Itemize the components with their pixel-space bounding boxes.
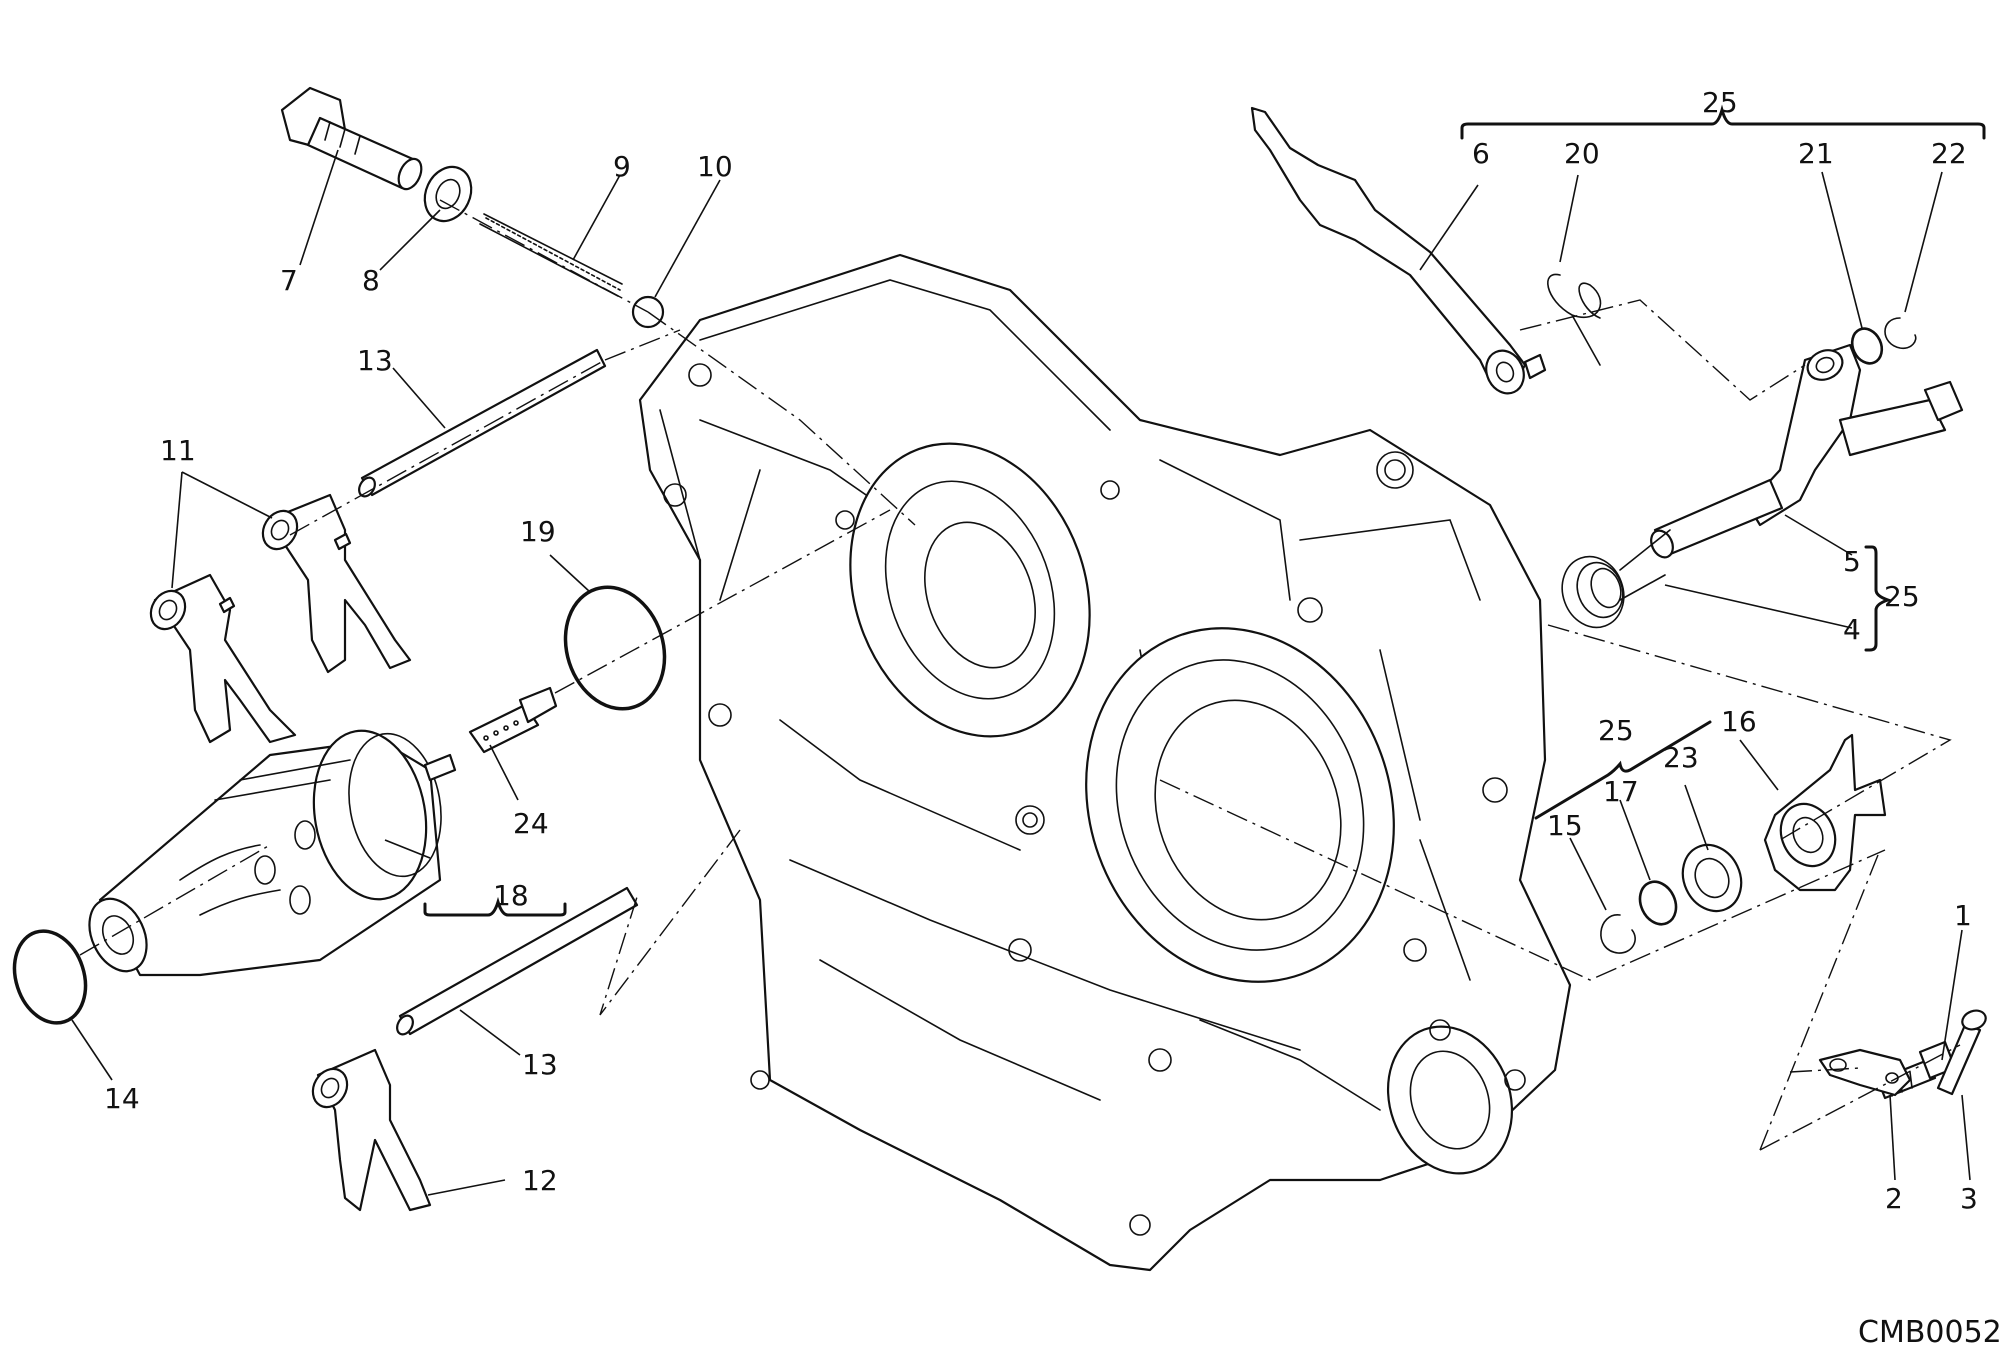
callout-10: 10 xyxy=(697,150,733,183)
shift-fork-part-11-a xyxy=(149,573,297,744)
spring-part-9 xyxy=(479,213,623,297)
fork-rod-part-13-lower xyxy=(396,886,639,1036)
gearshift-shaft-part-5 xyxy=(1650,343,1964,559)
callout-19: 19 xyxy=(520,515,556,548)
washer-part-8 xyxy=(423,165,473,223)
drawing-code: CMB00523 xyxy=(1858,1315,2004,1350)
callout-20: 20 xyxy=(1564,137,1600,170)
callout-21: 21 xyxy=(1798,137,1834,170)
callout-13-lower: 13 xyxy=(522,1048,558,1081)
callout-17: 17 xyxy=(1603,775,1639,808)
crankcase-half xyxy=(638,253,1572,1272)
ratchet-lever-part-6 xyxy=(1250,106,1547,395)
ring-part-14 xyxy=(12,929,88,1025)
selector-drum-part-18 xyxy=(88,729,457,977)
o-ring-part-19 xyxy=(563,585,667,711)
screw-part-3 xyxy=(1936,1009,1987,1096)
banjo-bolt-part-7 xyxy=(280,86,423,191)
shift-fork-part-11-b xyxy=(261,493,412,674)
washer-part-21 xyxy=(1850,327,1884,365)
callout-18: 18 xyxy=(493,879,529,912)
callout-8: 8 xyxy=(362,264,380,297)
callout-labels: 7 8 9 10 13 11 19 24 18 14 13 12 25 6 20… xyxy=(104,86,1978,1215)
callout-22: 22 xyxy=(1931,137,1967,170)
circlip-part-22 xyxy=(1884,317,1917,350)
callout-25-right: 25 xyxy=(1884,580,1920,613)
seal-part-23 xyxy=(1681,843,1743,913)
plate-part-16 xyxy=(1763,733,1887,892)
callout-3: 3 xyxy=(1960,1182,1978,1215)
fork-rod-part-13-upper xyxy=(358,348,607,498)
brace-group-25-mid xyxy=(1534,720,1712,820)
callout-14: 14 xyxy=(104,1082,140,1115)
callout-7: 7 xyxy=(280,264,298,297)
callout-1: 1 xyxy=(1954,899,1972,932)
assembly-axis-lines xyxy=(79,199,1961,1151)
return-spring-part-4 xyxy=(1561,529,1671,629)
brace-group-18 xyxy=(423,896,567,917)
leader-lines xyxy=(71,149,1971,1196)
shift-fork-part-12 xyxy=(311,1048,432,1212)
callout-25-top: 25 xyxy=(1702,86,1738,119)
callout-16: 16 xyxy=(1721,705,1757,738)
circlip-part-15 xyxy=(1600,914,1636,954)
callout-2: 2 xyxy=(1885,1182,1903,1215)
spring-part-20 xyxy=(1547,273,1602,366)
callout-5: 5 xyxy=(1843,545,1861,578)
callout-23: 23 xyxy=(1663,741,1699,774)
callout-6: 6 xyxy=(1472,137,1490,170)
bracket-plate-part-2 xyxy=(1818,1048,1912,1097)
brace-group-25-top xyxy=(1460,104,1986,140)
callout-11: 11 xyxy=(160,434,196,467)
callout-9: 9 xyxy=(613,150,631,183)
detent-pin-part-24 xyxy=(468,686,558,754)
callout-13-upper: 13 xyxy=(357,344,393,377)
washer-part-17 xyxy=(1638,880,1678,926)
callout-4: 4 xyxy=(1843,613,1861,646)
callout-25-mid: 25 xyxy=(1598,714,1634,747)
callout-12: 12 xyxy=(522,1164,558,1197)
brace-group-25-right xyxy=(1864,545,1893,652)
callout-15: 15 xyxy=(1547,809,1583,842)
callout-24: 24 xyxy=(513,807,549,840)
